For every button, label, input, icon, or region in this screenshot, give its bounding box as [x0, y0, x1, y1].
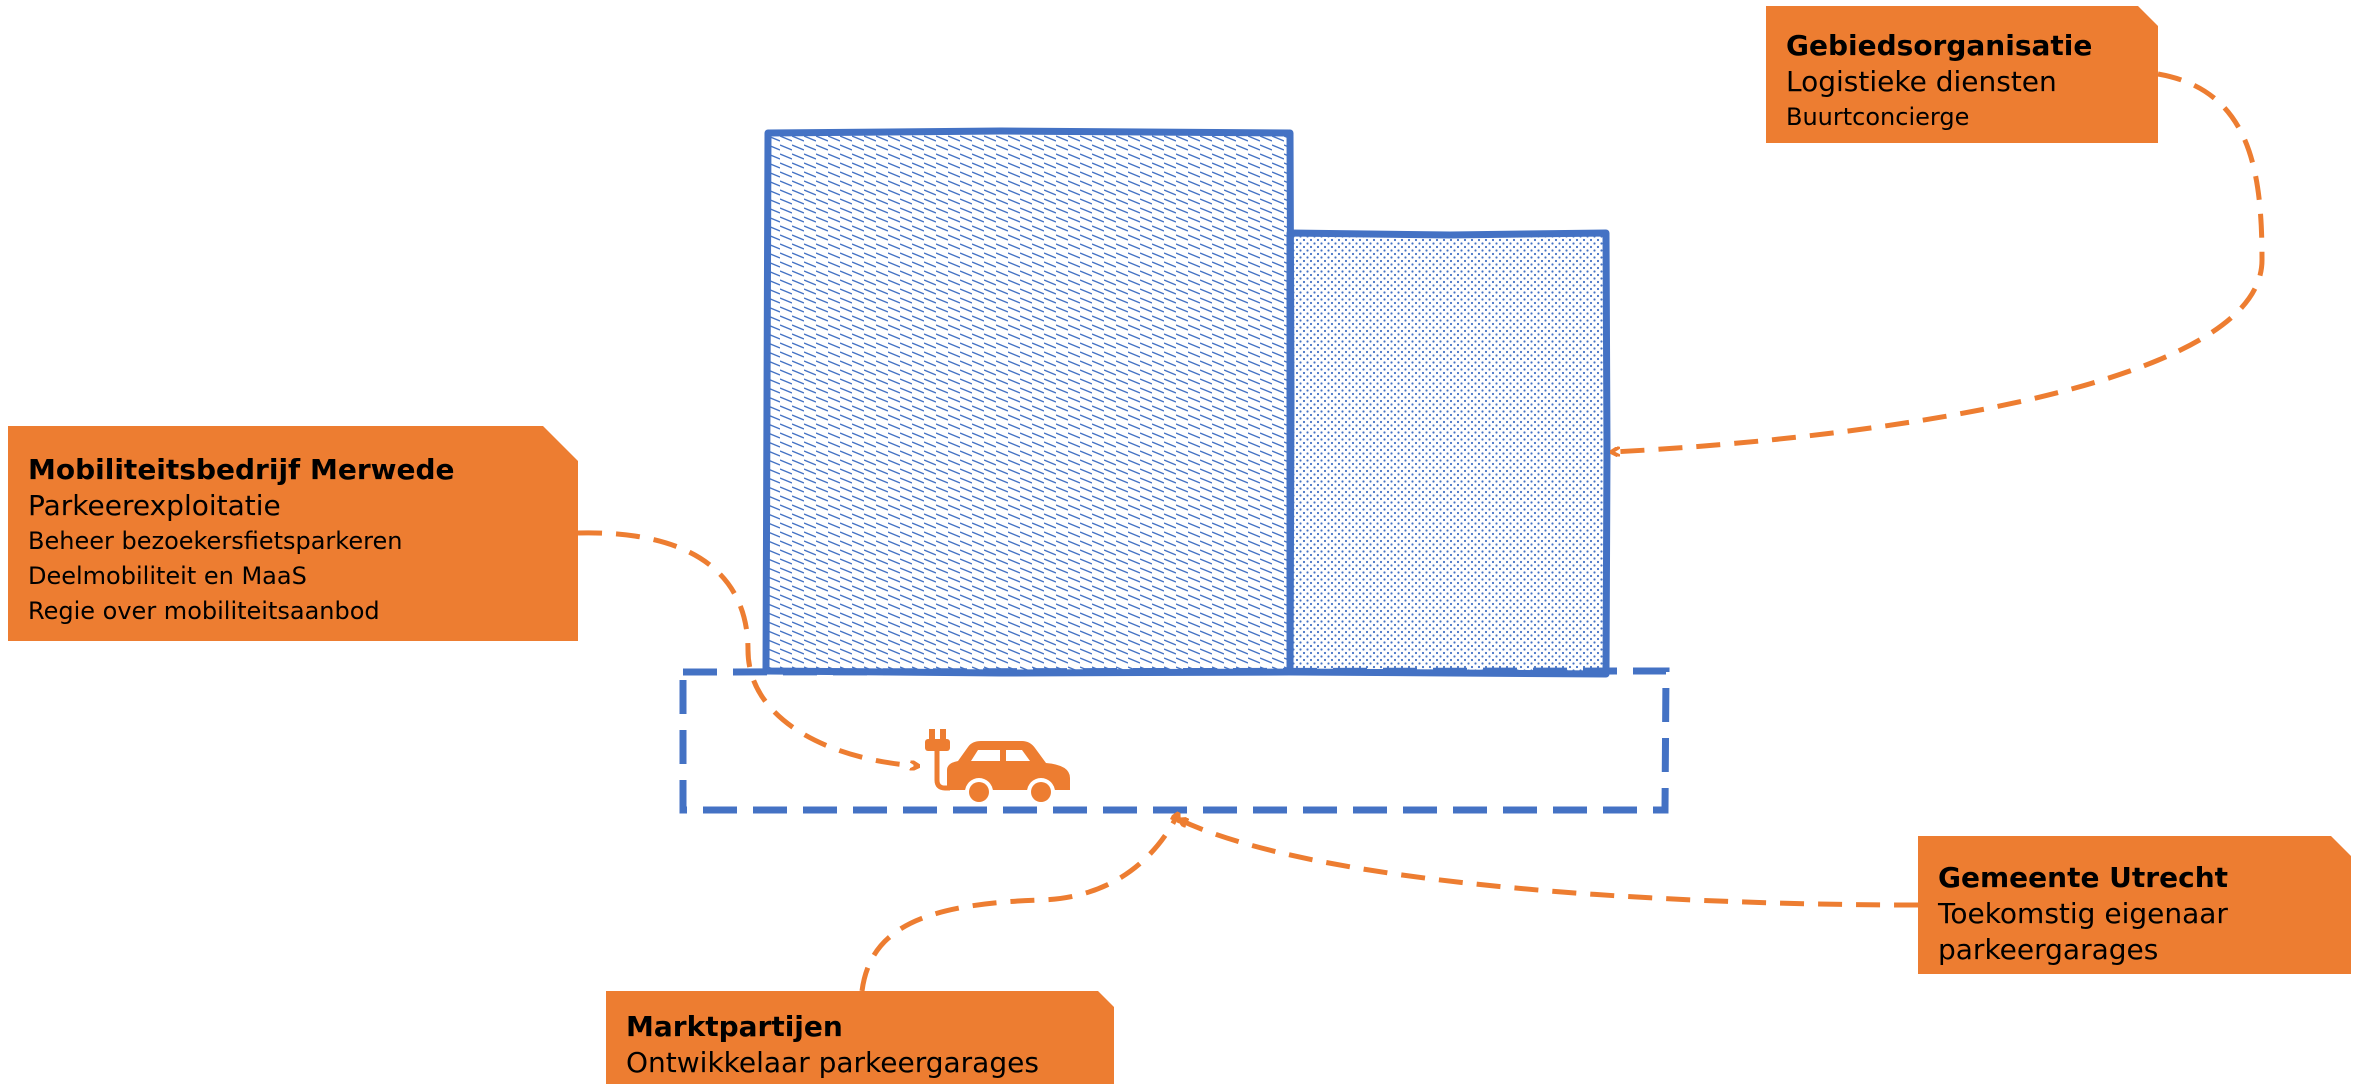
- connector-markt: [862, 814, 1178, 991]
- callout-marktpartijen: Marktpartijen Ontwikkelaar parkeergarage…: [606, 991, 1114, 1084]
- callout-line: Beheer bezoekersfietsparkeren: [28, 524, 558, 559]
- callout-line: Buurtconcierge: [1786, 100, 2138, 135]
- callout-line: parkeergarages: [1938, 932, 2331, 968]
- callout-mobiliteitsbedrijf: Mobiliteitsbedrijf Merwede Parkeerexploi…: [8, 426, 578, 641]
- callout-line: Parkeerexploitatie: [28, 488, 558, 524]
- callout-title: Marktpartijen: [626, 1009, 1094, 1045]
- callout-line: Deelmobiliteit en MaaS: [28, 559, 558, 594]
- tall-building: [766, 131, 1291, 673]
- callout-gemeente-utrecht: Gemeente Utrecht Toekomstig eigenaar par…: [1918, 836, 2351, 974]
- callout-line: Ontwikkelaar parkeergarages: [626, 1045, 1094, 1081]
- callout-line: Logistieke diensten: [1786, 64, 2138, 100]
- callout-line: Toekomstig eigenaar: [1938, 896, 2331, 932]
- callout-title: Gemeente Utrecht: [1938, 860, 2331, 896]
- callout-title: Gebiedsorganisatie: [1786, 28, 2138, 64]
- parking-garage-outline: [683, 671, 1666, 810]
- callout-line: Regie over mobiliteitsaanbod: [28, 594, 558, 629]
- low-building: [1290, 233, 1607, 674]
- callout-gebiedsorganisatie: Gebiedsorganisatie Logistieke diensten B…: [1766, 6, 2158, 143]
- connector-gemeente: [1180, 820, 1918, 905]
- electric-car-icon: [925, 729, 1070, 806]
- callout-title: Mobiliteitsbedrijf Merwede: [28, 452, 558, 488]
